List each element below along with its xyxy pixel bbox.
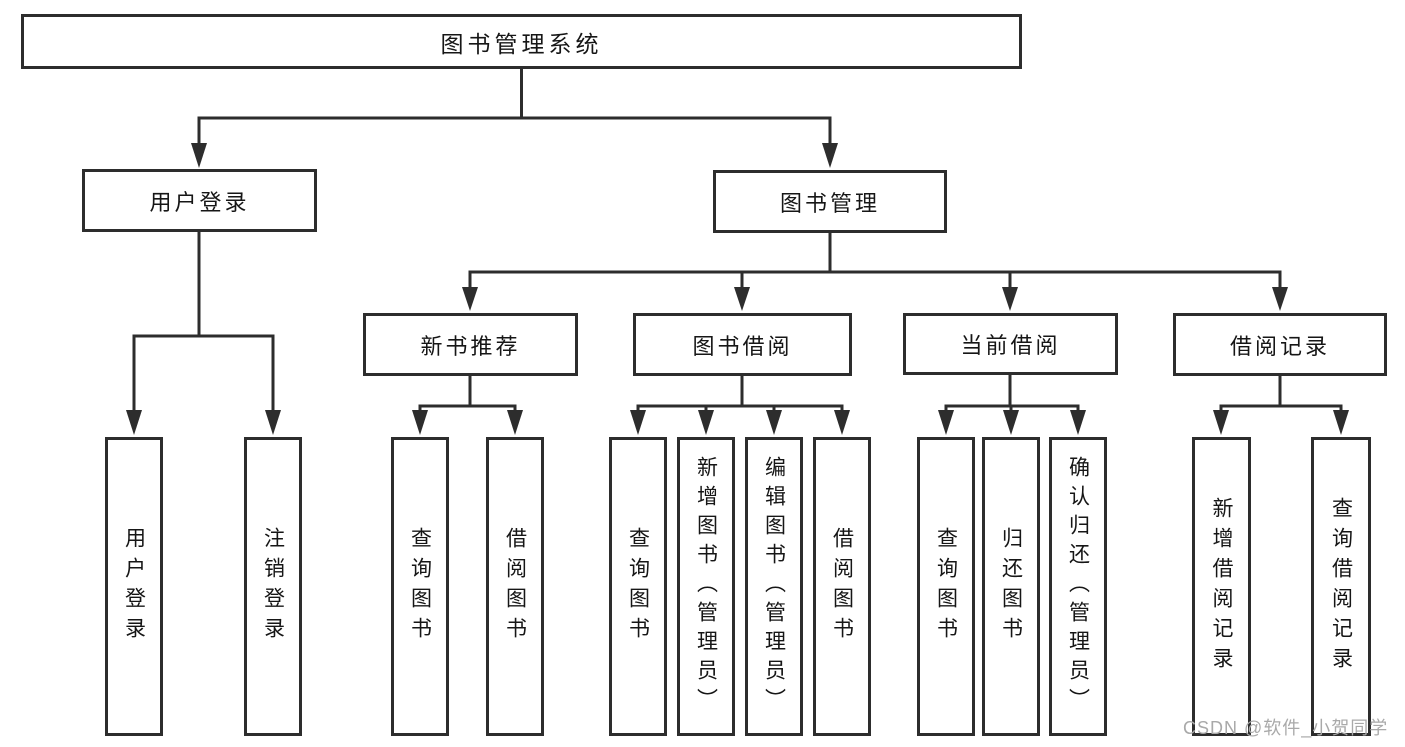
leaf-logout: 注销登录 [244, 437, 302, 736]
node-new-books-label: 新书推荐 [420, 333, 521, 359]
leaf-newbooks-borrow: 借阅图书 [486, 437, 544, 736]
leaf-user-login: 用户登录 [105, 437, 163, 736]
arrowhead [507, 410, 523, 435]
leaf-current-confirm-admin-label: 确认归还（管理员） [1066, 456, 1090, 717]
arrowhead [1002, 287, 1018, 311]
connector-paths [132, 69, 1343, 414]
leaf-current-query-label: 查询图书 [934, 526, 958, 647]
leaf-newbooks-query-label: 查询图书 [408, 526, 432, 647]
node-borrow-records-label: 借阅记录 [1229, 333, 1330, 359]
node-book-borrow-label: 图书借阅 [692, 333, 793, 359]
arrowhead [1003, 410, 1019, 435]
arrowhead [630, 410, 646, 435]
leaf-records-add: 新增借阅记录 [1192, 437, 1251, 736]
node-borrow-records: 借阅记录 [1173, 313, 1387, 376]
node-book-management: 图书管理 [713, 170, 947, 233]
leaf-user-login-label: 用户登录 [122, 526, 146, 647]
leaf-borrow-edit-admin: 编辑图书（管理员） [745, 437, 803, 736]
leaf-borrow-query: 查询图书 [609, 437, 667, 736]
leaf-borrow-book: 借阅图书 [813, 437, 871, 736]
arrowhead [734, 287, 750, 311]
leaf-records-query: 查询借阅记录 [1311, 437, 1371, 736]
node-user-login-label: 用户登录 [149, 189, 250, 215]
csdn-watermark: CSDN @软件_小贺同学 [1183, 718, 1389, 738]
leaf-borrow-book-label: 借阅图书 [830, 526, 854, 647]
arrowhead [698, 410, 714, 435]
leaf-records-add-label: 新增借阅记录 [1210, 496, 1233, 677]
arrowhead [822, 143, 838, 168]
arrowhead [1213, 410, 1229, 435]
leaf-borrow-add-admin: 新增图书（管理员） [677, 437, 735, 736]
leaf-logout-label: 注销登录 [261, 526, 285, 647]
node-root-label: 图书管理系统 [440, 30, 603, 57]
arrowhead [766, 410, 782, 435]
node-current-borrow: 当前借阅 [903, 313, 1118, 375]
leaf-current-confirm-admin: 确认归还（管理员） [1049, 437, 1107, 736]
arrowhead [1272, 287, 1288, 311]
node-current-borrow-label: 当前借阅 [960, 333, 1061, 358]
arrowhead [1333, 410, 1349, 435]
arrowhead [462, 287, 478, 311]
leaf-newbooks-borrow-label: 借阅图书 [503, 526, 527, 647]
node-new-books: 新书推荐 [363, 313, 578, 376]
leaf-records-query-label: 查询借阅记录 [1329, 496, 1353, 677]
arrowhead [126, 410, 142, 435]
arrowhead [412, 410, 428, 435]
arrowhead [191, 143, 207, 168]
leaf-current-query: 查询图书 [917, 437, 975, 736]
arrowhead [265, 410, 281, 435]
arrowhead [834, 410, 850, 435]
leaf-borrow-add-admin-label: 新增图书（管理员） [694, 456, 718, 717]
node-book-management-label: 图书管理 [779, 190, 880, 216]
arrowheads [126, 143, 1349, 435]
node-root-system: 图书管理系统 [21, 14, 1022, 69]
leaf-borrow-edit-admin-label: 编辑图书（管理员） [762, 456, 786, 717]
node-book-borrow: 图书借阅 [633, 313, 852, 376]
leaf-current-return-label: 归还图书 [999, 526, 1023, 647]
leaf-current-return: 归还图书 [982, 437, 1040, 736]
leaf-borrow-query-label: 查询图书 [626, 526, 650, 647]
arrowhead [1070, 410, 1086, 435]
arrowhead [938, 410, 954, 435]
node-user-login: 用户登录 [82, 169, 317, 232]
leaf-newbooks-query: 查询图书 [391, 437, 449, 736]
